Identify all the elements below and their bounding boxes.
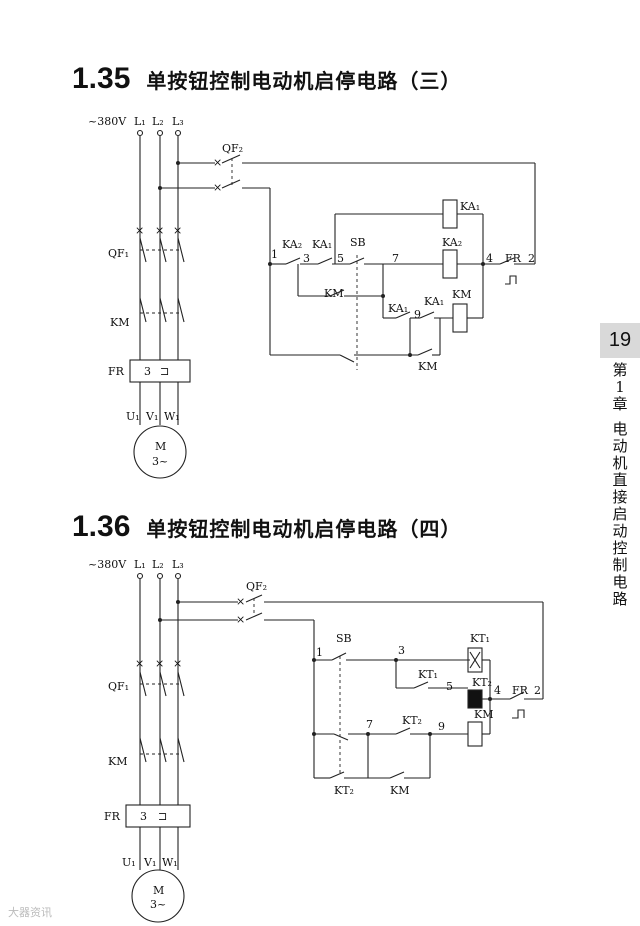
terminal-l3 [174, 129, 182, 137]
svg-text:5: 5 [446, 680, 453, 693]
svg-text:1: 1 [271, 248, 278, 261]
svg-text:L₂: L₂ [152, 558, 164, 571]
svg-text:KA₁: KA₁ [424, 295, 444, 308]
svg-text:KT₁: KT₁ [418, 668, 438, 681]
circuit-diagram-1: ~380V L₁ L₂ L₃ × × QF₂ × × × QF₁ KM FR 3… [88, 115, 536, 479]
svg-text:3~: 3~ [150, 898, 166, 911]
svg-text:7: 7 [366, 718, 373, 731]
svg-text:KM: KM [452, 288, 471, 301]
svg-text:QF₁: QF₁ [108, 680, 129, 693]
svg-text:×: × [213, 156, 222, 169]
svg-text:SB: SB [350, 236, 366, 249]
l2-label: L₂ [152, 115, 164, 128]
qf2-contact-a [221, 154, 241, 164]
svg-text:3: 3 [144, 365, 151, 378]
svg-text:KM: KM [390, 784, 409, 797]
terminal-l1 [136, 129, 144, 137]
svg-text:×: × [155, 657, 164, 670]
circuit-diagram-2: ~380V L₁ L₂ L₃ × × QF₂ × × × QF₁ KM FR 3… [88, 558, 544, 923]
svg-text:SB: SB [336, 632, 352, 645]
svg-text:×: × [173, 224, 182, 237]
section-2-title: 单按钮控制电动机启停电路（四） [146, 517, 462, 541]
svg-text:KA₁: KA₁ [388, 302, 408, 315]
section-2-heading: 1.36 单按钮控制电动机启停电路（四） [72, 510, 461, 544]
voltage-label: ~380V [88, 115, 127, 128]
svg-text:KA₁: KA₁ [460, 200, 480, 213]
svg-text:×: × [236, 595, 245, 608]
svg-text:KT₂: KT₂ [334, 784, 354, 797]
svg-text:KM: KM [108, 755, 127, 768]
svg-text:4: 4 [486, 252, 493, 265]
svg-text:1: 1 [316, 646, 323, 659]
svg-text:3: 3 [140, 810, 147, 823]
svg-text:KM: KM [324, 287, 343, 300]
kt2-coil [467, 689, 483, 709]
km-coil-2 [467, 721, 483, 747]
svg-text:3: 3 [303, 252, 310, 265]
svg-text:KT₂: KT₂ [472, 676, 492, 689]
svg-text:KT₂: KT₂ [402, 714, 422, 727]
svg-text:U₁: U₁ [126, 410, 140, 423]
svg-text:5: 5 [337, 252, 344, 265]
svg-text:9: 9 [438, 720, 445, 733]
section-2-number: 1.36 [72, 510, 131, 543]
svg-text:⊐: ⊐ [160, 365, 169, 378]
motor-2 [131, 869, 185, 923]
svg-text:⊐: ⊐ [158, 810, 167, 823]
svg-text:V₁: V₁ [143, 856, 156, 869]
svg-text:×: × [135, 224, 144, 237]
svg-text:KA₁: KA₁ [312, 238, 332, 251]
svg-text:KA₂: KA₂ [282, 238, 302, 251]
svg-text:W₁: W₁ [164, 410, 180, 423]
svg-text:×: × [236, 613, 245, 626]
km-main-label: KM [110, 316, 129, 329]
svg-text:KM: KM [474, 708, 493, 721]
qf2-contact-b [221, 179, 241, 189]
svg-text:×: × [135, 657, 144, 670]
svg-text:~380V: ~380V [88, 558, 127, 571]
svg-text:3: 3 [398, 644, 405, 657]
motor-1 [133, 425, 187, 479]
page-number: 19 [608, 329, 632, 351]
watermark: 大器资讯 [8, 906, 52, 919]
l3-label: L₃ [172, 115, 184, 128]
svg-text:KA₂: KA₂ [442, 236, 462, 249]
svg-text:KM: KM [418, 360, 437, 373]
svg-text:7: 7 [392, 252, 399, 265]
svg-text:2: 2 [534, 684, 541, 697]
svg-text:L₃: L₃ [172, 558, 184, 571]
svg-text:V₁: V₁ [145, 410, 158, 423]
svg-text:×: × [213, 181, 222, 194]
section-1-title: 单按钮控制电动机启停电路（三） [146, 69, 462, 93]
section-1-heading: 1.35 单按钮控制电动机启停电路（三） [72, 62, 461, 96]
svg-text:2: 2 [528, 252, 535, 265]
l1-label: L₁ [134, 115, 146, 128]
svg-text:FR: FR [512, 684, 529, 697]
qf1-label: QF₁ [108, 247, 129, 260]
svg-text:M: M [153, 884, 164, 897]
svg-text:U₁: U₁ [122, 856, 136, 869]
svg-text:KT₁: KT₁ [470, 632, 490, 645]
svg-text:W₁: W₁ [162, 856, 178, 869]
svg-text:9: 9 [414, 308, 421, 321]
svg-text:×: × [173, 657, 182, 670]
section-1-number: 1.35 [72, 62, 131, 95]
svg-text:M: M [155, 440, 166, 453]
svg-text:FR: FR [104, 810, 121, 823]
terminal-l2 [156, 129, 164, 137]
svg-text:L₁: L₁ [134, 558, 146, 571]
svg-text:×: × [155, 224, 164, 237]
svg-text:4: 4 [494, 684, 501, 697]
qf2-label: QF₂ [222, 142, 243, 155]
svg-text:QF₂: QF₂ [246, 580, 267, 593]
svg-text:3~: 3~ [152, 455, 168, 468]
fr-label: FR [108, 365, 125, 378]
